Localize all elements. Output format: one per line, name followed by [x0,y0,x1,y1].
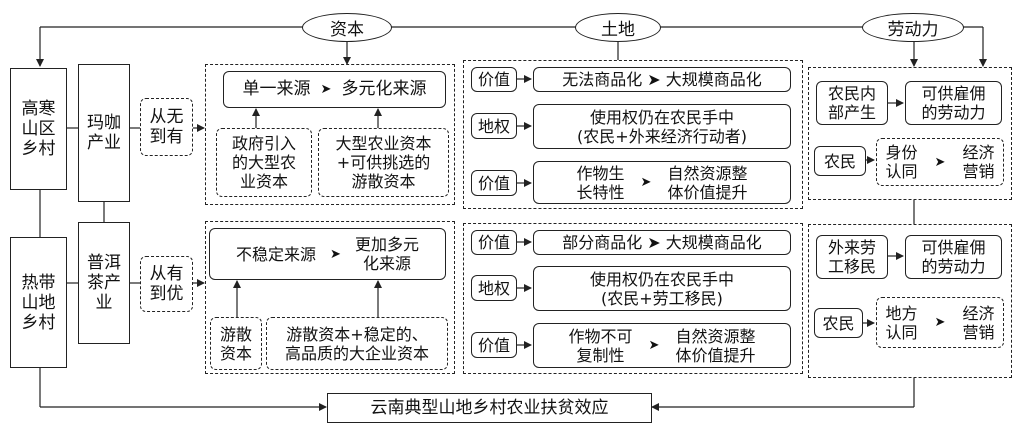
factor-labor: 劳动力 [862,13,964,42]
labor-upper-panel [808,67,1012,200]
capital-lower-source-2: 游散资本+稳定的、 高品质的大企业资本 [266,317,448,370]
labor-upper-inner: 身份 认同 ➤ 经济 营销 [876,138,1004,186]
land-lower-value2-a: 作物不可 复制性 [568,326,633,365]
transition-some-to-better: 从有 到优 [140,256,193,312]
arrow-icon: ➤ [934,154,946,170]
labor-lower-result: 可供雇佣 的劳动力 [905,235,1002,279]
labor-upper-marketing: 经济 营销 [962,143,995,181]
land-lower-value2-b: 自然资源整 体价值提升 [675,326,756,365]
land-upper-value2-flow: 作物生 长特性 ➤ 自然资源整 体价值提升 [533,161,791,204]
land-upper-value-label: 价值 [471,67,517,92]
industry-tea: 普洱 茶产业 [78,222,130,344]
land-lower-value-label: 价值 [471,230,517,255]
labor-upper-identity: 身份 认同 [885,143,918,181]
land-lower-value-text: 部分商品化 ➤ 大规模商品化 [533,230,791,255]
village-high-cold: 高寒 山区 乡村 [10,68,67,190]
labor-lower-identity: 地方 认同 [885,303,918,342]
labor-upper-farmer: 农民 [814,146,866,176]
factor-land: 土地 [575,13,661,42]
capital-lower-from: 不稳定来源 [236,244,317,264]
factor-capital: 资本 [302,13,392,42]
land-lower-value2-flow: 作物不可 复制性 ➤ 自然资源整 体价值提升 [533,323,791,368]
capital-lower-panel [205,221,455,374]
land-upper-value2-b: 自然资源整 体价值提升 [667,163,748,202]
capital-upper-flow: 单一来源 ➤ 多元化来源 [223,71,446,108]
capital-upper-to: 多元化来源 [341,79,427,99]
land-upper-panel [463,60,803,209]
capital-lower-flow: 不稳定来源 ➤ 更加多元 化来源 [209,228,446,280]
labor-lower-inner: 地方 认同 ➤ 经济 营销 [876,297,1004,348]
labor-lower-source: 外来劳 工移民 [816,235,888,279]
arrow-icon: ➤ [640,175,652,190]
labor-upper-source: 农民内 部产生 [816,81,888,125]
capital-lower-to: 更加多元 化来源 [354,235,419,273]
labor-upper-result: 可供雇佣 的劳动力 [905,81,1002,125]
poverty-alleviation-effect: 云南典型山地乡村农业扶贫效应 [327,393,652,423]
land-lower-rights-label: 地权 [471,275,517,301]
capital-upper-from: 单一来源 [242,79,311,99]
capital-upper-panel [205,64,455,205]
village-tropical: 热带 山地 乡村 [10,237,67,368]
labor-lower-farmer: 农民 [814,308,863,338]
capital-upper-source-1: 政府引入 的大型农 业资本 [216,128,312,197]
transition-none-to-some: 从无 到有 [140,98,193,156]
land-lower-rights-text: 使用权仍在农民手中 (农民+劳工移民) [533,266,791,311]
labor-lower-marketing: 经济 营销 [962,303,995,342]
arrow-icon: ➤ [648,338,660,353]
labor-lower-panel [808,224,1012,378]
land-upper-value-text: 无法商品化 ➤ 大规模商品化 [533,67,791,92]
land-lower-panel [463,223,803,374]
capital-lower-source-1: 游散 资本 [210,317,262,370]
arrow-icon: ➤ [934,315,946,330]
land-upper-rights-label: 地权 [471,113,517,139]
land-lower-value2-label: 价值 [471,332,517,358]
land-upper-value2-a: 作物生 长特性 [576,163,625,202]
capital-upper-source-2: 大型农业资本 +可供挑选的 游散资本 [318,128,449,197]
land-upper-value2-label: 价值 [471,170,517,196]
industry-coffee: 玛咖 产业 [78,64,130,202]
land-upper-rights-text: 使用权仍在农民手中 (农民+外来经济行动者) [533,104,791,149]
arrow-icon: ➤ [320,82,332,97]
arrow-icon: ➤ [330,246,341,262]
